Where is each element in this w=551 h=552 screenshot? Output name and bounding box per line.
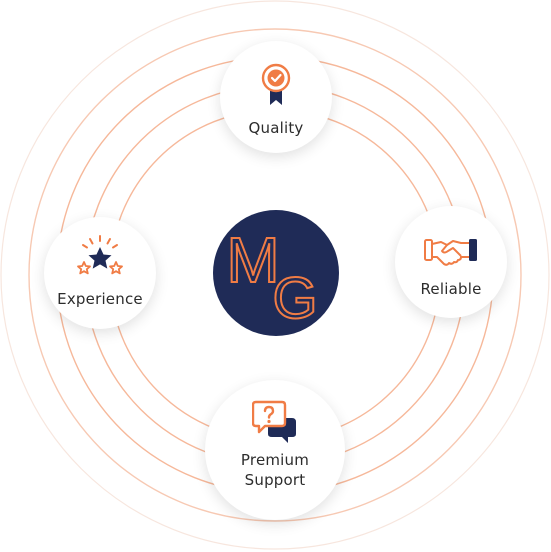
star-rating-icon	[77, 235, 123, 275]
node-label: Experience	[44, 289, 156, 309]
node-label-line: Quality	[248, 119, 304, 137]
node-label-line: Premium	[240, 451, 310, 469]
chat-question-icon	[252, 400, 296, 443]
node-label-line: Reliable	[420, 280, 482, 298]
logo-initial-m: M	[226, 224, 279, 296]
mg-monogram: M G	[225, 223, 318, 332]
node-label-line: Support	[244, 471, 306, 489]
ring-4	[28, 28, 522, 522]
node-reliable: Reliable	[395, 206, 507, 318]
node-label: Reliable	[395, 279, 507, 299]
mg-logo: M G	[213, 210, 339, 336]
award-ribbon-icon	[261, 63, 291, 105]
node-experience: Experience	[44, 217, 156, 329]
node-label: Quality	[220, 118, 332, 138]
node-label: Premium Support	[205, 450, 345, 490]
node-label-line: Experience	[57, 290, 143, 308]
node-quality: Quality	[220, 41, 332, 153]
handshake-icon	[424, 239, 477, 266]
logo-initial-g: G	[272, 266, 317, 331]
node-premium-support: Premium Support	[205, 380, 345, 520]
